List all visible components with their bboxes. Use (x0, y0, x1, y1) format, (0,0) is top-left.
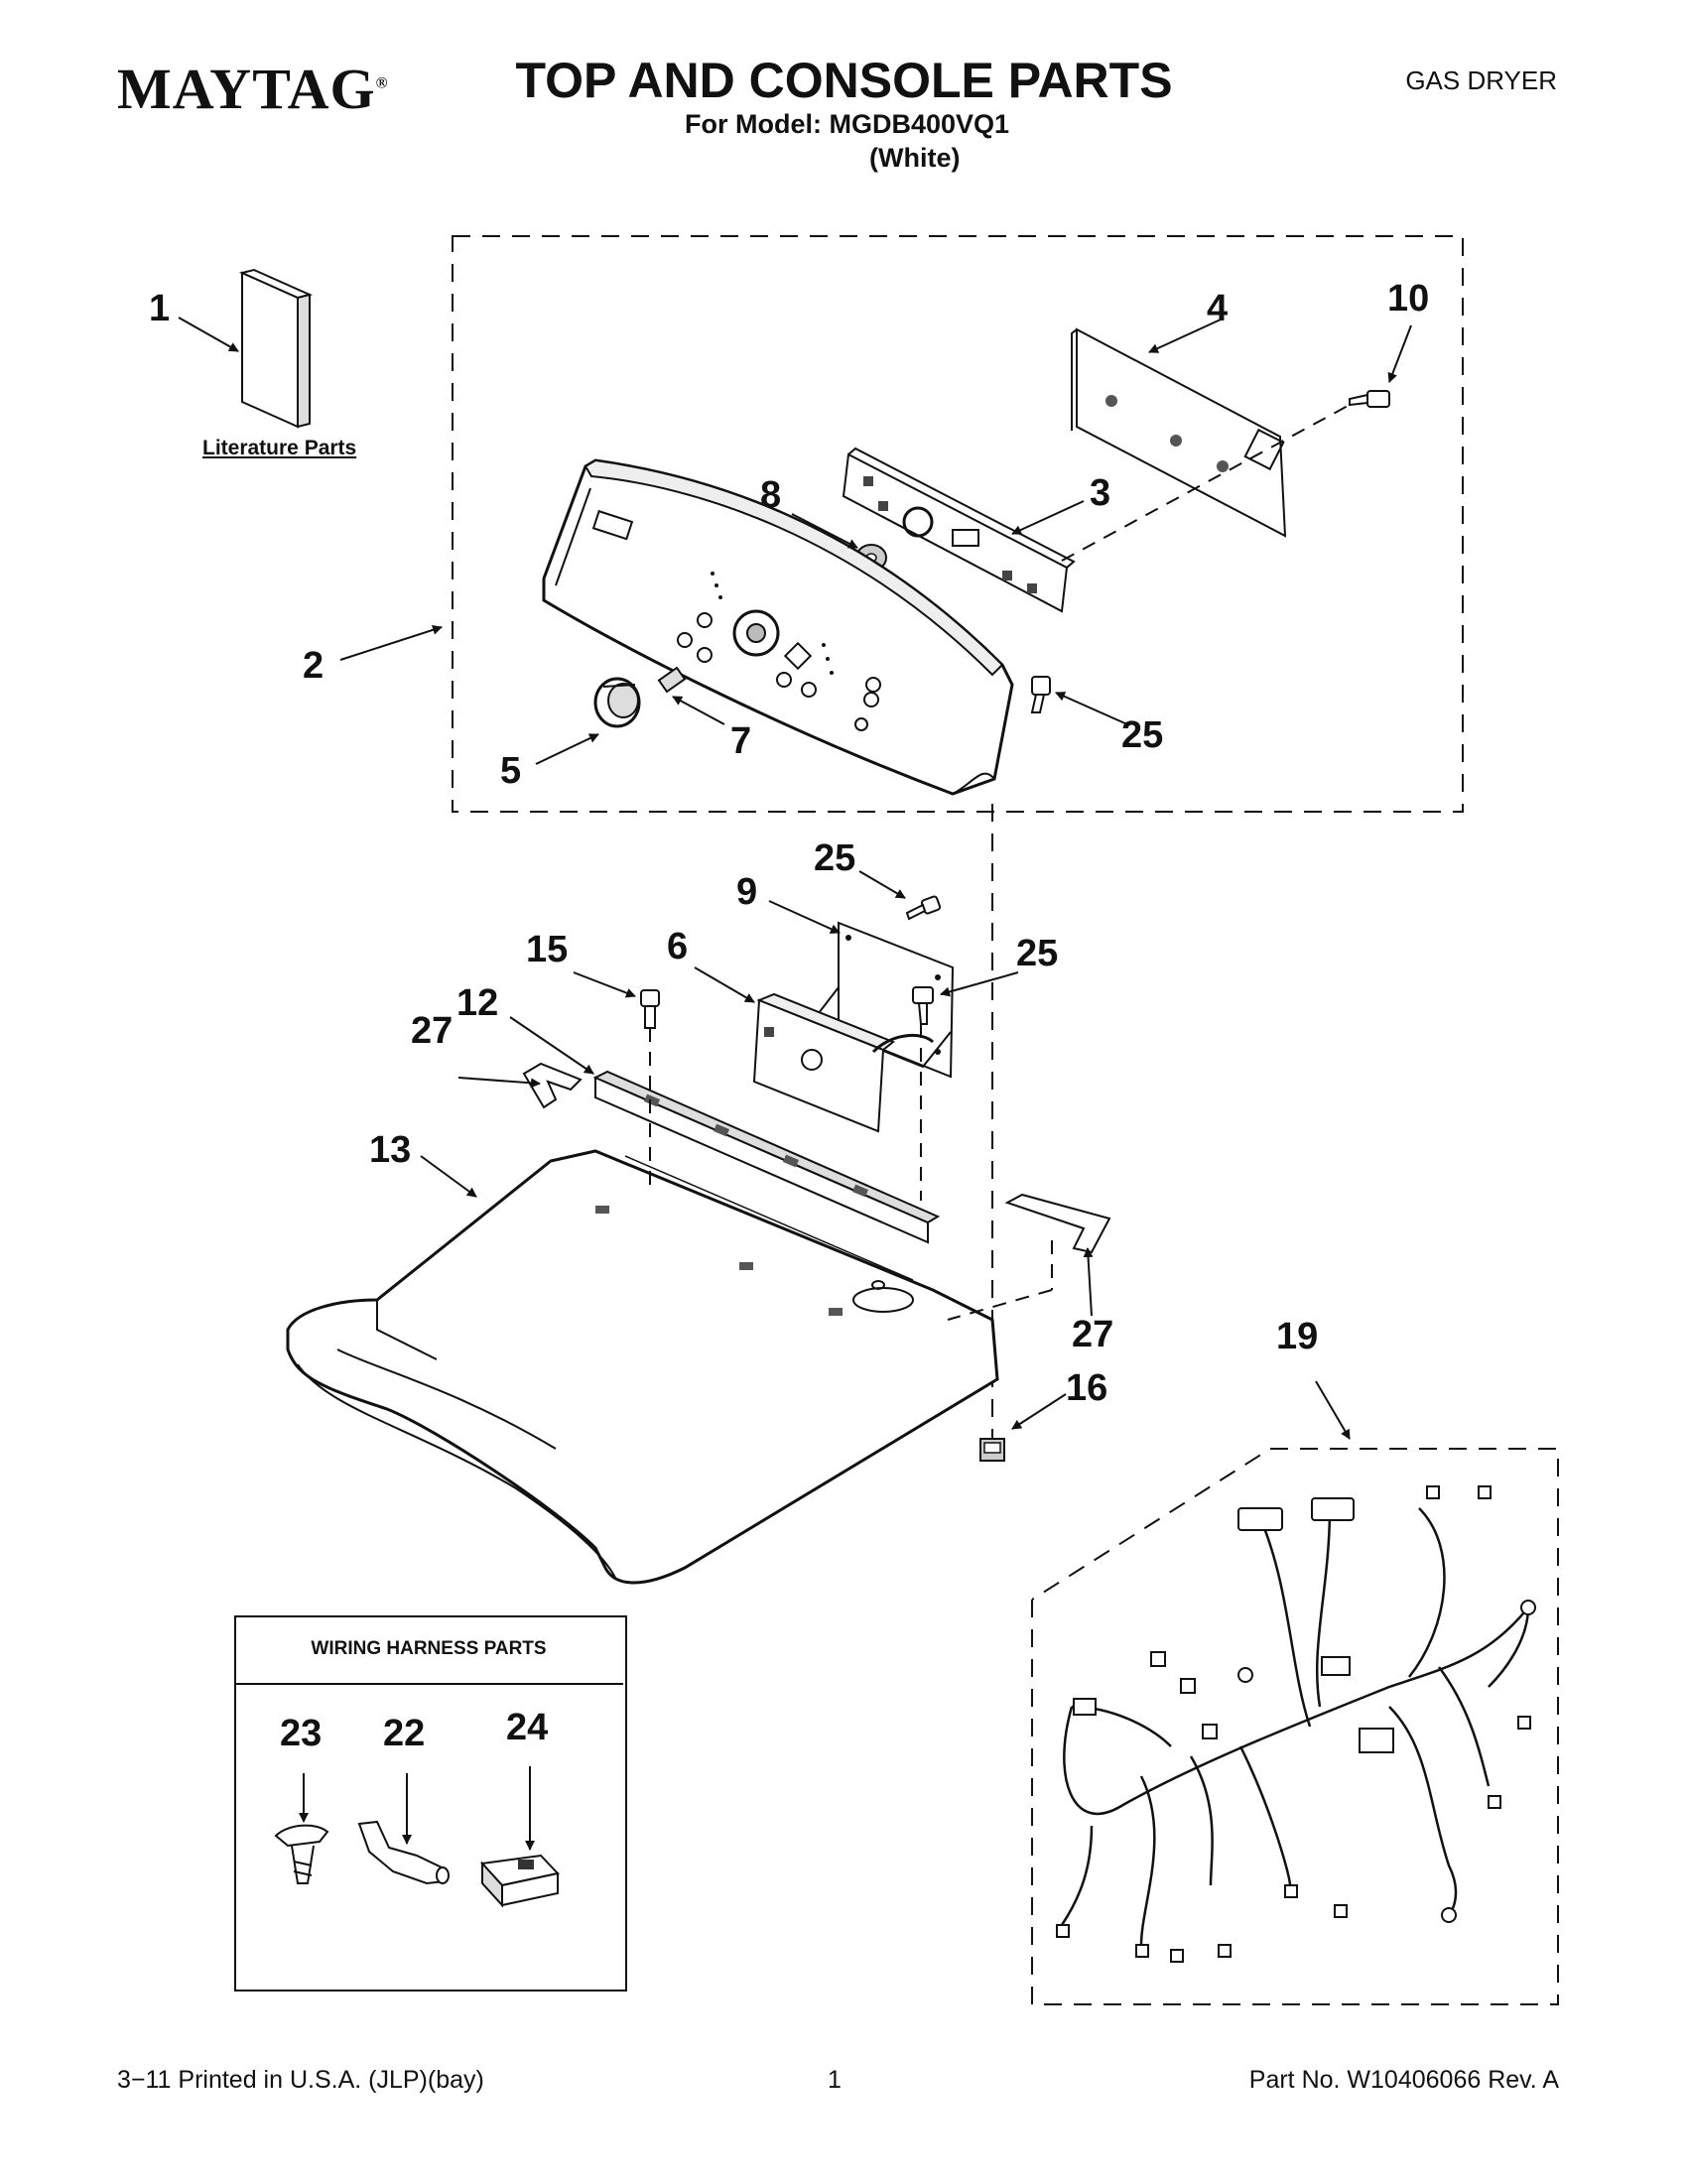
callout-6: 6 (667, 926, 689, 967)
callout-25-upper: 25 (814, 837, 856, 879)
screw-part-15 (640, 989, 660, 1029)
callout-27-left: 27 (411, 1010, 454, 1052)
terminal-part-22 (357, 1820, 450, 1885)
wire-harness-part-19 (1060, 1507, 1530, 1946)
callout-15: 15 (526, 929, 569, 970)
brand-name: MAYTAG (117, 57, 376, 121)
registered-mark: ® (375, 74, 389, 92)
callout-22: 22 (383, 1713, 426, 1754)
bumper-part-16 (979, 1438, 1005, 1462)
callout-25-console: 25 (1121, 714, 1164, 756)
callout-23: 23 (280, 1713, 323, 1754)
callout-27-right: 27 (1072, 1314, 1114, 1355)
harness-group-boundary (1031, 1448, 1559, 2005)
callout-12: 12 (456, 982, 499, 1024)
foam-strip-part-27-right (1004, 1193, 1111, 1254)
literature-parts-label: Literature Parts (202, 437, 357, 459)
callout-arrows (178, 317, 1412, 1851)
harness-connectors (1056, 1485, 1536, 1963)
footer-part-number: Part No. W10406066 Rev. A (1248, 2066, 1559, 2094)
top-cover-part-13 (286, 1149, 999, 1585)
console-group-boundary (452, 235, 1464, 813)
callout-8: 8 (760, 474, 782, 516)
screw-part-25-lower (912, 986, 934, 1025)
foam-strip-part-27-left (522, 1062, 583, 1109)
callout-2: 2 (303, 645, 325, 687)
wiring-harness-title: WIRING HARNESS PARTS (234, 1615, 623, 1685)
page-title: TOP AND CONSOLE PARTS (515, 53, 1173, 108)
literature-booklet-icon (238, 268, 314, 429)
callout-5: 5 (500, 750, 522, 792)
maytag-logo: MAYTAG® (117, 56, 389, 122)
callout-4: 4 (1207, 288, 1229, 329)
control-module-part-6 (752, 992, 935, 1133)
callout-9: 9 (736, 871, 758, 913)
callout-1: 1 (149, 288, 171, 329)
spring-clip-part-7 (657, 666, 687, 694)
rear-bracket-part (1071, 327, 1287, 538)
rail-part-12 (592, 1070, 941, 1244)
footer-print-info: 3−11 Printed in U.S.A. (JLP)(bay) (117, 2066, 484, 2094)
footer-page-number: 1 (828, 2066, 842, 2094)
callout-13: 13 (369, 1129, 412, 1171)
model-line: For Model: MGDB400VQ1 (685, 109, 1010, 139)
connector-housing-part-24 (479, 1854, 560, 1908)
screw-part-25-upper (905, 895, 942, 921)
callout-24: 24 (506, 1707, 549, 1748)
screw-part-10 (1349, 390, 1390, 408)
callout-7: 7 (730, 720, 752, 762)
knob-part-5 (593, 677, 641, 728)
callout-10: 10 (1387, 278, 1430, 320)
console-panel-part (542, 458, 1014, 796)
wiring-harness-box (234, 1615, 627, 1991)
callout-16: 16 (1066, 1367, 1108, 1409)
dryer-type: GAS DRYER (1405, 65, 1557, 95)
control-board-part (842, 447, 1076, 613)
callout-19: 19 (1276, 1316, 1319, 1357)
model-variant: (White) (869, 143, 961, 173)
callout-3: 3 (1090, 472, 1111, 514)
screw-part-25-console (1030, 676, 1051, 713)
callout-25-lower: 25 (1016, 933, 1059, 974)
clip-part-23 (274, 1824, 329, 1884)
